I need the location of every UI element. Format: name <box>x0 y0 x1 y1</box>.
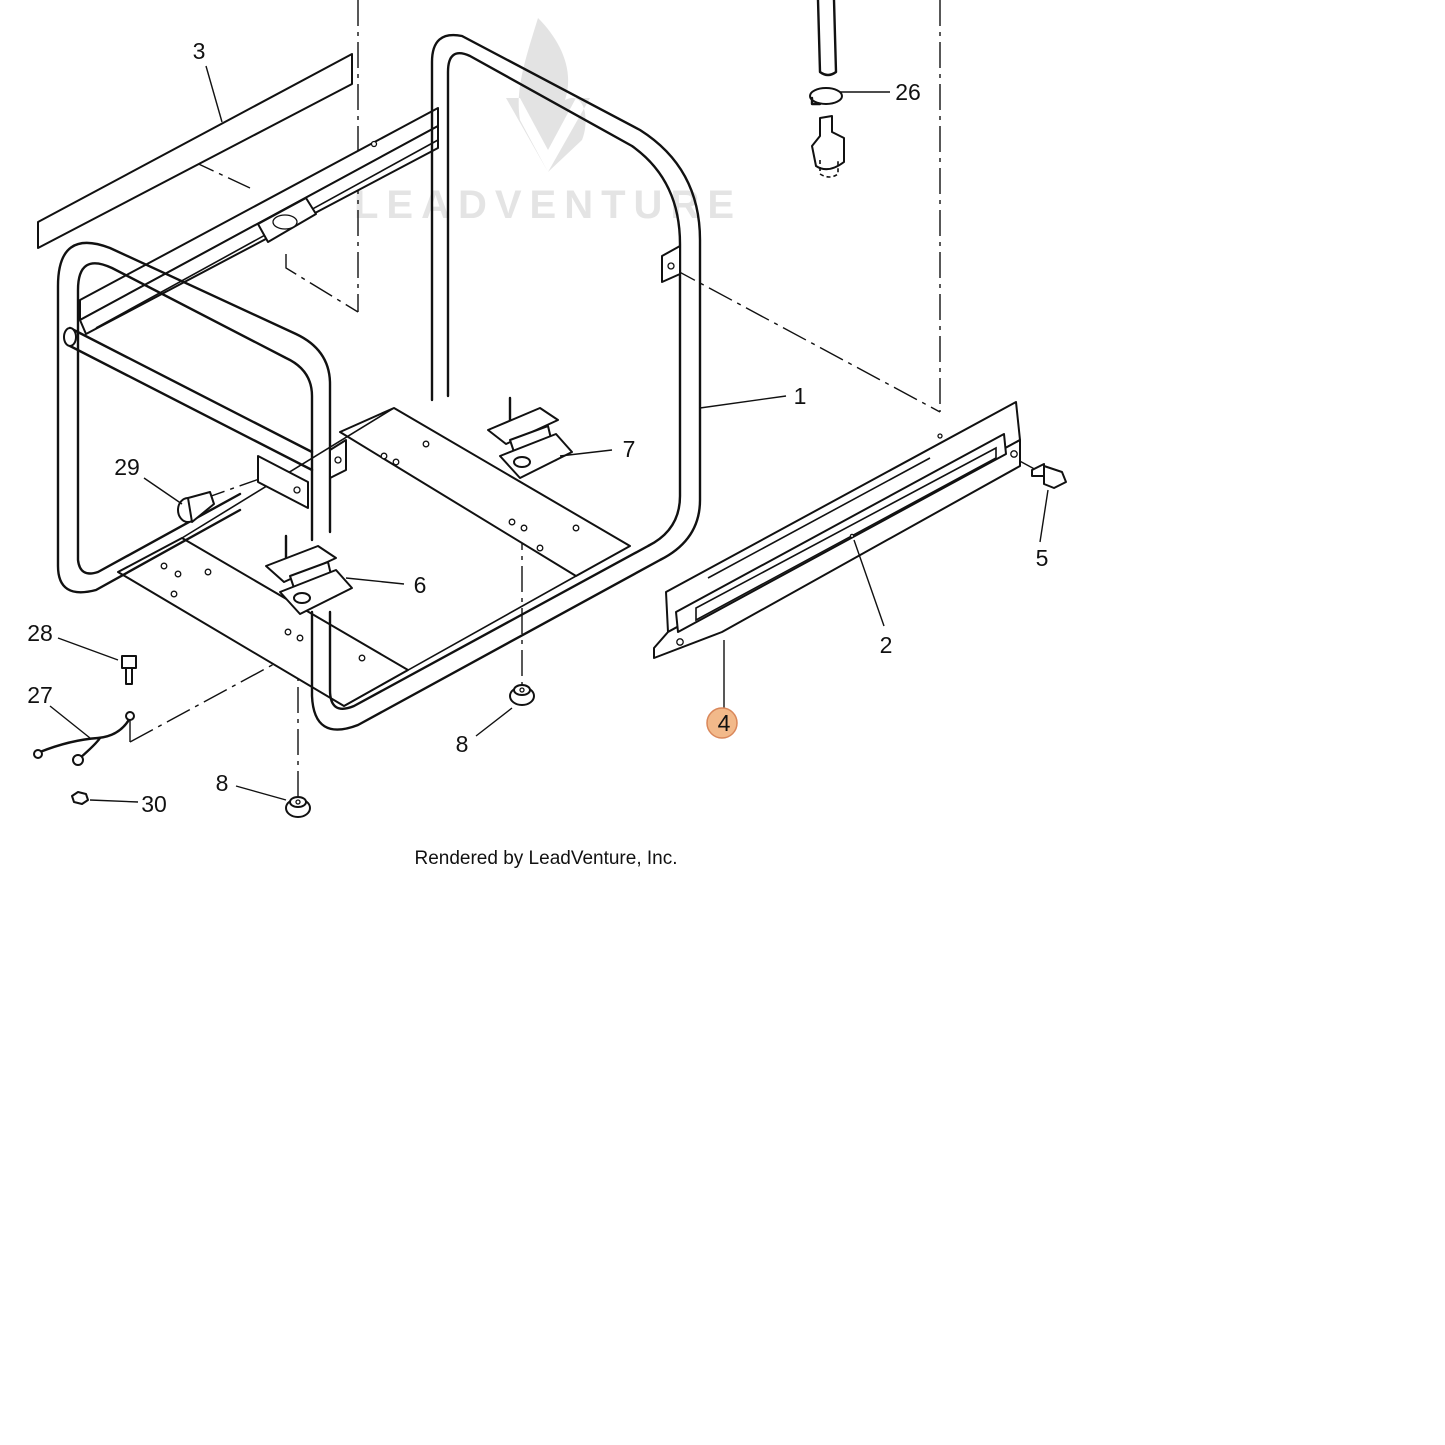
leader-line <box>699 395 787 409</box>
leader-line <box>345 577 405 585</box>
part-28-bolt <box>121 655 137 685</box>
part-29-bolt <box>177 491 215 523</box>
part-6-mount <box>265 534 353 615</box>
part-7-mount <box>487 396 573 479</box>
part-2-side-rail <box>653 401 1021 659</box>
leader-line <box>1039 489 1049 543</box>
leader-line <box>205 65 223 123</box>
part-30-nut <box>71 791 89 805</box>
label-part-1[interactable]: 1 <box>794 383 807 409</box>
assembly-line <box>671 267 941 413</box>
part-labels: 3 26 1 7 29 5 6 28 2 27 4 8 8 30 <box>27 38 1048 817</box>
label-part-3[interactable]: 3 <box>193 38 206 64</box>
leader-line <box>853 539 885 627</box>
part-27-wire <box>33 711 135 766</box>
footer-credit: Rendered by LeadVenture, Inc. <box>414 848 677 869</box>
part-8-foot <box>509 684 535 706</box>
assembly-line <box>189 159 251 189</box>
label-part-5[interactable]: 5 <box>1036 545 1049 571</box>
watermark-text: LEADVENTURE <box>354 183 742 227</box>
callout-4-highlight[interactable] <box>706 707 738 739</box>
part-5-bolt <box>1031 463 1067 489</box>
base-plate <box>117 407 631 707</box>
upper-cross-rail <box>79 107 439 335</box>
leader-line <box>475 707 513 737</box>
part-1-frame <box>56 33 702 731</box>
label-part-26[interactable]: 26 <box>895 79 921 105</box>
label-part-4[interactable]: 4 <box>718 710 731 736</box>
part-8-foot <box>285 796 311 818</box>
leader-line <box>89 799 139 803</box>
leader-line <box>235 785 287 801</box>
leader-line <box>57 637 119 661</box>
label-part-8[interactable]: 8 <box>456 731 469 757</box>
label-part-30[interactable]: 30 <box>141 791 167 817</box>
assembly-line <box>129 649 301 743</box>
part-26-clamp <box>809 0 845 178</box>
label-part-28[interactable]: 28 <box>27 620 53 646</box>
part-3-plate <box>37 53 353 249</box>
label-part-29[interactable]: 29 <box>114 454 140 480</box>
leader-line <box>143 477 183 505</box>
watermark-logo <box>506 18 590 172</box>
label-part-2[interactable]: 2 <box>880 632 893 658</box>
leader-lines <box>49 65 1049 803</box>
watermark: LEADVENTURE <box>354 18 742 227</box>
assembly-line <box>285 254 359 313</box>
label-part-27[interactable]: 27 <box>27 682 53 708</box>
leader-line <box>49 705 91 739</box>
label-part-7[interactable]: 7 <box>623 436 636 462</box>
leader-line <box>559 449 613 457</box>
label-part-8[interactable]: 8 <box>216 770 229 796</box>
label-part-6[interactable]: 6 <box>414 572 427 598</box>
